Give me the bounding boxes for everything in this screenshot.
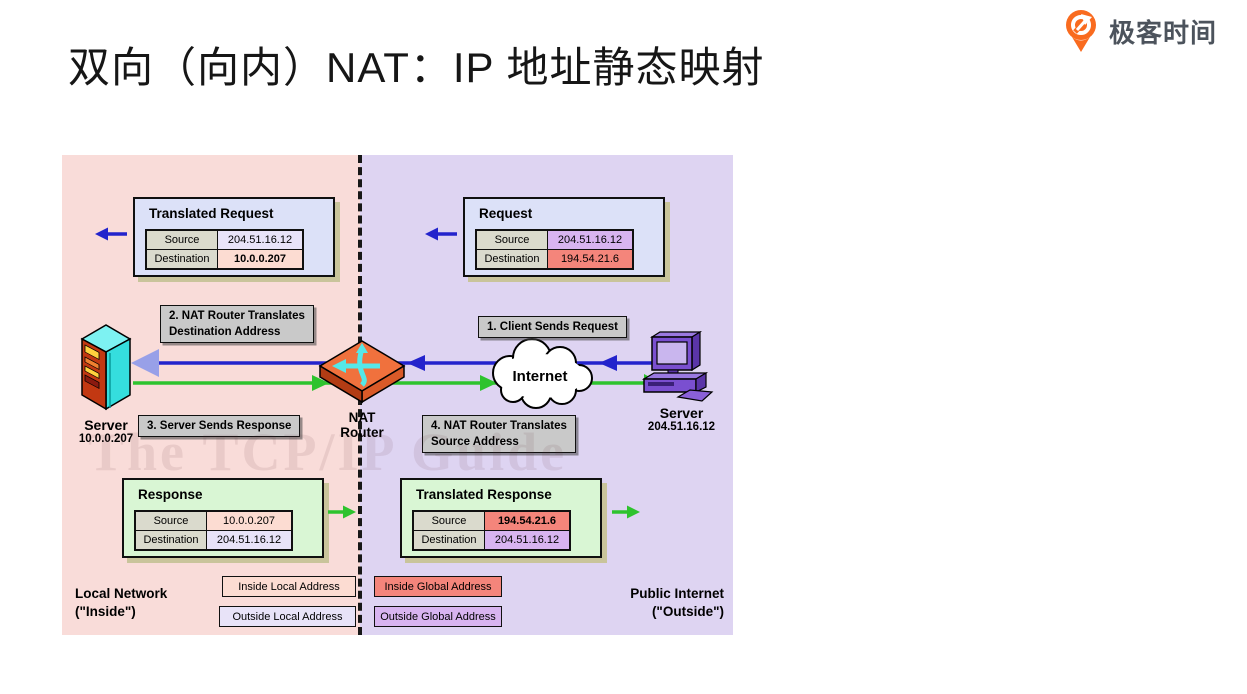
request-table: Source 204.51.16.12 Destination 194.54.2… <box>475 229 634 270</box>
inside-server-icon <box>80 324 132 411</box>
outside-server-label: Server 204.51.16.12 <box>647 405 716 433</box>
request-box: Request Source 204.51.16.12 Destination … <box>463 197 665 277</box>
response-arrow-right-inside <box>328 505 356 519</box>
request-arrow-left-outside <box>425 227 457 241</box>
geektime-logo-icon <box>1065 10 1096 52</box>
translated-request-title: Translated Request <box>149 206 274 221</box>
translated-request-source: 204.51.16.12 <box>217 229 304 250</box>
inside-server-label: Server 10.0.0.207 <box>78 417 134 445</box>
translated-response-title: Translated Response <box>416 487 552 502</box>
translated-response-source: 194.54.21.6 <box>484 510 571 531</box>
translated-request-table: Source 204.51.16.12 Destination 10.0.0.2… <box>145 229 304 270</box>
translated-response-destination: 204.51.16.12 <box>484 530 571 551</box>
legend-outside-global: Outside Global Address <box>374 606 502 627</box>
step4-label: 4. NAT Router Translates Source Address <box>422 415 576 454</box>
request-destination: 194.54.21.6 <box>547 249 634 270</box>
translated-request-box: Translated Request Source 204.51.16.12 D… <box>133 197 335 277</box>
internet-cloud-icon: Internet <box>492 338 593 409</box>
response-table: Source 10.0.0.207 Destination 204.51.16.… <box>134 510 293 551</box>
step2-label: 2. NAT Router Translates Destination Add… <box>160 305 314 344</box>
request-title: Request <box>479 206 533 221</box>
brand-logo: 极客时间 <box>1062 8 1217 54</box>
step1-label: 1. Client Sends Request <box>478 316 628 339</box>
translated-response-table: Source 194.54.21.6 Destination 204.51.16… <box>412 510 571 551</box>
legend-outside-local: Outside Local Address <box>219 606 356 627</box>
internet-label: Internet <box>512 368 567 385</box>
request-arrow-left-inside <box>95 227 127 241</box>
request-source: 204.51.16.12 <box>547 229 634 250</box>
step3-label: 3. Server Sends Response <box>138 415 301 438</box>
response-destination: 204.51.16.12 <box>206 530 293 551</box>
response-arrow-right-outside <box>612 505 640 519</box>
translated-request-destination: 10.0.0.207 <box>217 249 304 270</box>
translated-response-box: Translated Response Source 194.54.21.6 D… <box>400 478 602 558</box>
brand-name: 极客时间 <box>1108 17 1217 48</box>
nat-router-label: NAT Router <box>340 410 384 440</box>
nat-diagram: Server 10.0.0.207 NAT Router Internet <box>62 155 733 635</box>
response-box: Response Source 10.0.0.207 Destination 2… <box>122 478 324 558</box>
nat-router-icon <box>318 340 406 404</box>
response-source: 10.0.0.207 <box>206 510 293 531</box>
legend-inside-local: Inside Local Address <box>222 576 356 597</box>
outside-region-label: Public Internet ("Outside") <box>630 586 724 620</box>
inside-region-label: Local Network ("Inside") <box>75 586 168 620</box>
page-title: 双向（向内）NAT：IP 地址静态映射 <box>68 44 765 91</box>
response-title: Response <box>138 487 203 502</box>
outside-server-icon <box>641 331 714 402</box>
legend-inside-global: Inside Global Address <box>374 576 502 597</box>
